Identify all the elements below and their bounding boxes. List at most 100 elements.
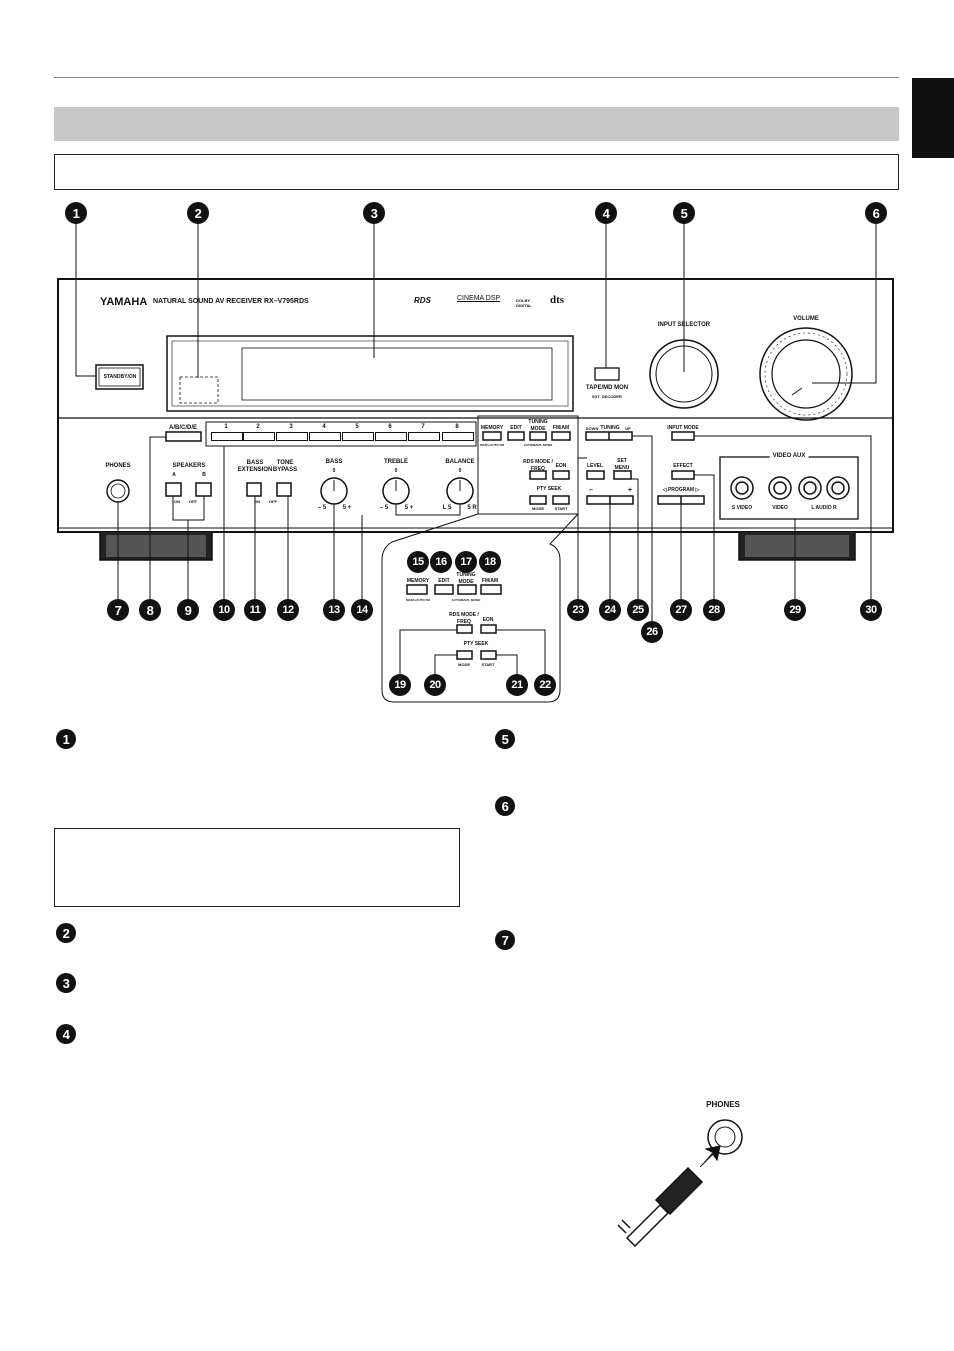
bass-ext-button xyxy=(246,482,262,497)
inset-pty-seek: PTY SEEK xyxy=(463,641,489,647)
balance-zero: 0 xyxy=(458,468,462,474)
minus-label: – xyxy=(589,487,593,494)
preset-label-6: 6 xyxy=(388,424,392,430)
program-label: ◁ PROGRAM ▷ xyxy=(662,487,700,493)
treble-zero: 0 xyxy=(394,468,398,474)
callout-18: 18 xyxy=(479,551,501,573)
phones-panel-label: PHONES xyxy=(105,463,131,469)
rds-logo: RDS xyxy=(414,296,431,305)
chassis xyxy=(57,278,894,533)
bass-zero: 0 xyxy=(332,468,336,474)
bass-label: BASS xyxy=(325,459,343,465)
treble-label: TREBLE xyxy=(384,459,408,465)
section-title-band xyxy=(54,107,899,141)
callout-15: 15 xyxy=(407,551,429,573)
volume-knob xyxy=(759,327,853,421)
preset-button-7[interactable] xyxy=(408,432,440,441)
preset-button-4[interactable] xyxy=(309,432,341,441)
callout-8: 8 xyxy=(139,599,161,621)
tone-off-label: OFF xyxy=(269,499,277,504)
preset-button-3[interactable] xyxy=(276,432,308,441)
inset-magnifier xyxy=(381,513,579,703)
remote-sensor xyxy=(179,376,219,404)
video-jack xyxy=(768,476,792,500)
callout-11: 11 xyxy=(244,599,266,621)
callout-7: 7 xyxy=(495,930,515,950)
callout-10: 10 xyxy=(213,599,235,621)
dolby-logo: DOLBY DIGITAL xyxy=(516,298,532,308)
preset-label-1: 1 xyxy=(224,424,228,430)
callout-6: 6 xyxy=(495,796,515,816)
dts-logo: dts xyxy=(550,294,565,306)
input-mode-label: INPUT MODE xyxy=(667,425,699,431)
mode-label: MODE xyxy=(532,506,544,511)
callout-1: 1 xyxy=(56,729,76,749)
abcde-button xyxy=(165,431,202,442)
note-box xyxy=(54,828,460,907)
video-label: VIDEO xyxy=(772,505,788,511)
callout-27: 27 xyxy=(670,599,692,621)
callout-16: 16 xyxy=(430,551,452,573)
bass-ext-on-label: ON xyxy=(254,499,260,504)
rds-mode-label: RDS MODE / FREQ xyxy=(523,459,553,472)
preset-button-1[interactable] xyxy=(211,432,243,441)
callout-14: 14 xyxy=(351,599,373,621)
standby-button xyxy=(95,364,144,390)
effect-label: EFFECT xyxy=(673,463,693,469)
preset-button-5[interactable] xyxy=(342,432,374,441)
level-button xyxy=(586,470,605,480)
abcde-label: A/B/C/D/E xyxy=(168,425,198,431)
brand-logo: YAMAHA xyxy=(100,296,148,308)
phones-figure-jack xyxy=(707,1119,743,1155)
callout-7: 7 xyxy=(107,599,129,621)
callout-13: 13 xyxy=(323,599,345,621)
preset-label-2: 2 xyxy=(256,424,260,430)
s-video-jack xyxy=(730,476,754,500)
preset-label-8: 8 xyxy=(455,424,459,430)
preset-button-6[interactable] xyxy=(375,432,407,441)
start-label: START xyxy=(554,506,568,511)
preset-button-8[interactable] xyxy=(442,432,474,441)
inset-start: START xyxy=(481,662,495,667)
header-rule xyxy=(54,77,899,78)
set-menu-button xyxy=(613,470,632,480)
tone-bypass-button xyxy=(276,482,292,497)
inset-eon: EON xyxy=(482,617,494,623)
treble-minus: – 5 xyxy=(379,505,389,511)
auto-man-mono-label: AUTO/MAN'L MONO xyxy=(523,443,553,447)
callout-20: 20 xyxy=(424,674,446,696)
callout-17: 17 xyxy=(455,551,477,573)
speaker-a-button xyxy=(165,482,182,497)
inset-memory-label: MEMORY xyxy=(406,578,430,584)
callout-3: 3 xyxy=(363,202,385,224)
pty-seek-label: PTY SEEK xyxy=(536,486,562,492)
cinema-dsp-logo: CINEMA DSP xyxy=(457,295,501,302)
bass-minus: – 5 xyxy=(317,505,327,511)
tone-bypass-label: TONE BYPASS xyxy=(272,460,298,473)
input-selector-label: INPUT SELECTOR xyxy=(657,322,711,328)
phones-jack xyxy=(106,479,130,503)
callout-29: 29 xyxy=(784,599,806,621)
preset-button-2[interactable] xyxy=(243,432,275,441)
callout-24: 24 xyxy=(599,599,621,621)
model-line: NATURAL SOUND AV RECEIVER RX–V795RDS xyxy=(153,298,309,305)
audio-l-jack xyxy=(798,476,822,500)
callout-9: 9 xyxy=(177,599,199,621)
preset-label-5: 5 xyxy=(355,424,359,430)
eon-label: EON xyxy=(555,463,567,469)
speaker-b-button xyxy=(195,482,212,497)
speaker-on-label: ON xyxy=(174,499,180,504)
callout-23: 23 xyxy=(567,599,589,621)
inset-mode: MODE xyxy=(458,662,470,667)
phones-plug xyxy=(625,1203,670,1248)
fm-am-label: FM/AM xyxy=(552,425,570,431)
inset-rds-mode: RDS MODE / FREQ xyxy=(449,612,479,625)
tape-mon-label: TAPE/MD MON xyxy=(585,385,629,391)
callout-12: 12 xyxy=(277,599,299,621)
callout-28: 28 xyxy=(703,599,725,621)
tuning-label: TUNING xyxy=(600,425,620,431)
inset-tuning-mode: TUNING MODE xyxy=(456,572,476,585)
callout-1: 1 xyxy=(65,202,87,224)
up-label: UP xyxy=(625,426,631,431)
